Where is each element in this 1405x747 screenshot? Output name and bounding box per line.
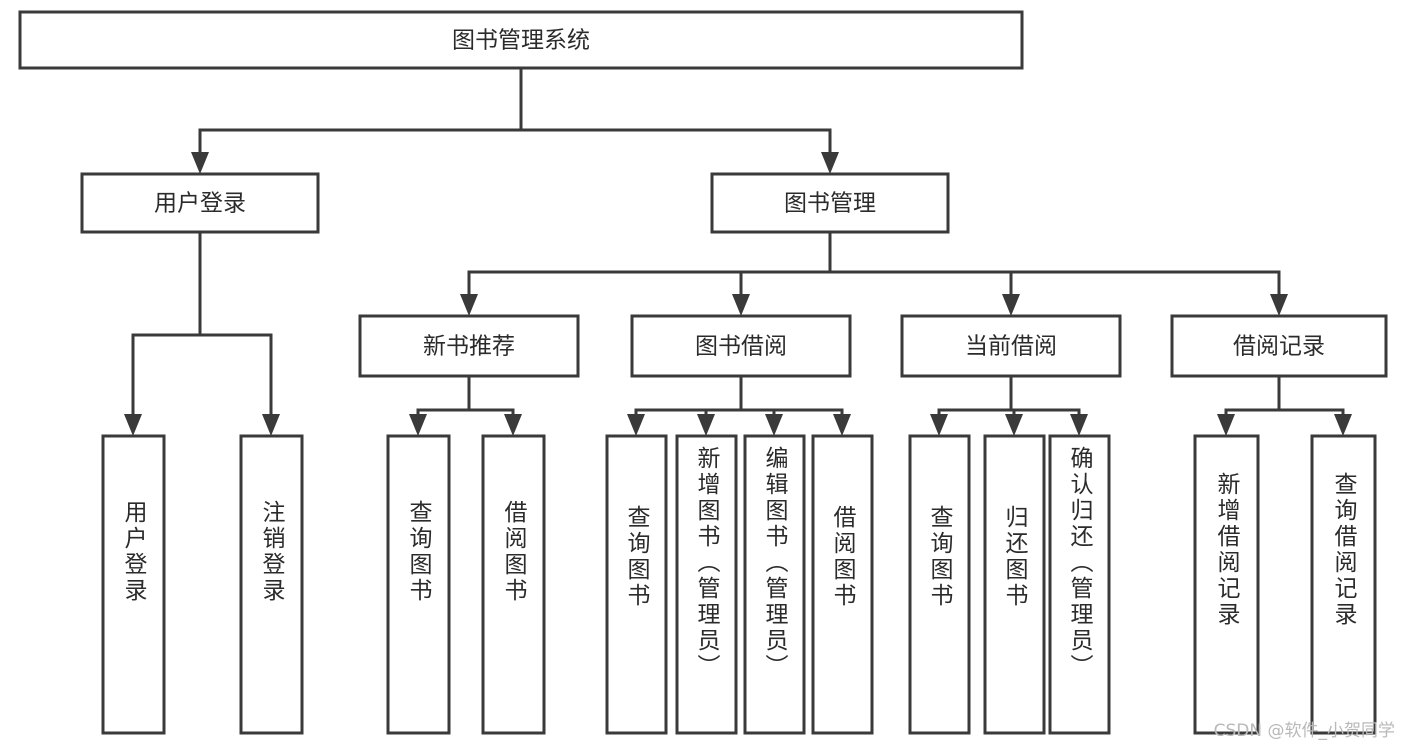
leaf-node[interactable]: 查询图书 [605,434,668,735]
leaf-node[interactable]: 借阅图书 [481,434,546,735]
node-borrow-record[interactable]: 借阅记录 [1170,314,1388,378]
node-current-borrow-label: 当前借阅 [965,334,1057,360]
arrow-leaf-8 [930,414,948,436]
connector-group-root [191,66,839,174]
leaf-box-0[interactable] [101,434,166,735]
arrow-leaf-1 [262,414,280,436]
node-new-book-recommend-box[interactable] [358,314,580,378]
arrow-borrow [732,294,750,316]
connector-group-newbook [409,374,522,436]
connector-group-borrow [627,374,851,436]
leaf-box-2[interactable] [386,434,451,735]
arrow-leaf-9 [1005,414,1023,436]
node-root-label: 图书管理系统 [452,28,590,54]
leaf-node[interactable]: 归还图书 [983,434,1046,735]
leaf-label-10: 确认归还（管理员） [1066,446,1094,680]
node-user-login[interactable]: 用户登录 [80,172,320,234]
arrow-user-login [191,152,209,174]
leaf-box-3[interactable] [481,434,546,735]
leaf-box-4[interactable] [605,434,668,735]
leaf-node[interactable]: 编辑图书（管理员） [743,434,806,735]
leaf-node[interactable]: 确认归还（管理员） [1048,434,1111,735]
arrow-leaf-3 [504,414,522,436]
leaf-box-11[interactable] [1193,434,1260,735]
node-book-manage-label: 图书管理 [784,191,876,217]
node-current-borrow-box[interactable] [900,314,1122,378]
arrow-record [1270,294,1288,316]
leaf-label-5: 新增图书（管理员） [693,446,721,680]
leaf-label-11: 新增借阅记录 [1213,472,1241,628]
leaf-label-12: 查询借阅记录 [1330,472,1358,628]
leaf-node[interactable]: 借阅图书 [811,434,874,735]
leaf-box-8[interactable] [908,434,971,735]
arrow-leaf-0 [124,414,142,436]
leaf-box-6[interactable] [743,434,806,735]
connector-group-book-manage [460,230,1288,316]
leaf-node[interactable]: 查询图书 [908,434,971,735]
leaf-box-10[interactable] [1048,434,1111,735]
leaf-node[interactable]: 用户登录 [101,434,166,735]
leaf-box-9[interactable] [983,434,1046,735]
arrow-leaf-7 [833,414,851,436]
node-user-login-label: 用户登录 [154,191,246,217]
node-book-manage[interactable]: 图书管理 [710,172,950,234]
connector-group-record [1217,374,1352,436]
leaf-node[interactable]: 查询借阅记录 [1310,434,1377,735]
connector-group-user-login [124,230,280,436]
arrow-leaf-12 [1334,414,1352,436]
leaf-label-8: 查询图书 [926,505,954,609]
leaf-label-1: 注销登录 [258,500,286,604]
arrow-book-manage [821,152,839,174]
leaf-box-7[interactable] [811,434,874,735]
leaf-box-1[interactable] [239,434,304,735]
leaf-box-12[interactable] [1310,434,1377,735]
arrow-leaf-2 [409,414,427,436]
arrow-newbook [460,294,478,316]
arrow-leaf-5 [697,414,715,436]
node-book-borrow-label: 图书借阅 [695,334,787,360]
arrow-leaf-4 [627,414,645,436]
node-new-book-recommend[interactable]: 新书推荐 [358,314,580,378]
leaf-label-6: 编辑图书（管理员） [761,446,789,680]
node-root[interactable]: 图书管理系统 [18,10,1024,70]
node-book-borrow[interactable]: 图书借阅 [630,314,852,378]
node-current-borrow[interactable]: 当前借阅 [900,314,1122,378]
leaf-label-3: 借阅图书 [500,500,528,604]
node-book-manage-box[interactable] [710,172,950,234]
leaf-node[interactable]: 注销登录 [239,434,304,735]
arrow-leaf-11 [1217,414,1235,436]
node-borrow-record-box[interactable] [1170,314,1388,378]
node-root-box[interactable] [18,10,1024,70]
leaf-node[interactable]: 新增借阅记录 [1193,434,1260,735]
arrow-leaf-6 [765,414,783,436]
leaf-node[interactable]: 新增图书（管理员） [675,434,738,735]
node-user-login-box[interactable] [80,172,320,234]
leaf-label-9: 归还图书 [1001,505,1029,609]
arrow-leaf-10 [1070,414,1088,436]
connector-group-current [930,374,1088,436]
node-new-book-recommend-label: 新书推荐 [423,334,515,360]
leaf-label-0: 用户登录 [120,500,148,604]
leaf-node[interactable]: 查询图书 [386,434,451,735]
arrow-current [1002,294,1020,316]
leaf-label-2: 查询图书 [405,500,433,604]
node-book-borrow-box[interactable] [630,314,852,378]
leaf-box-5[interactable] [675,434,738,735]
node-borrow-record-label: 借阅记录 [1233,334,1325,360]
leaf-label-7: 借阅图书 [829,505,857,609]
leaf-label-4: 查询图书 [623,505,651,609]
